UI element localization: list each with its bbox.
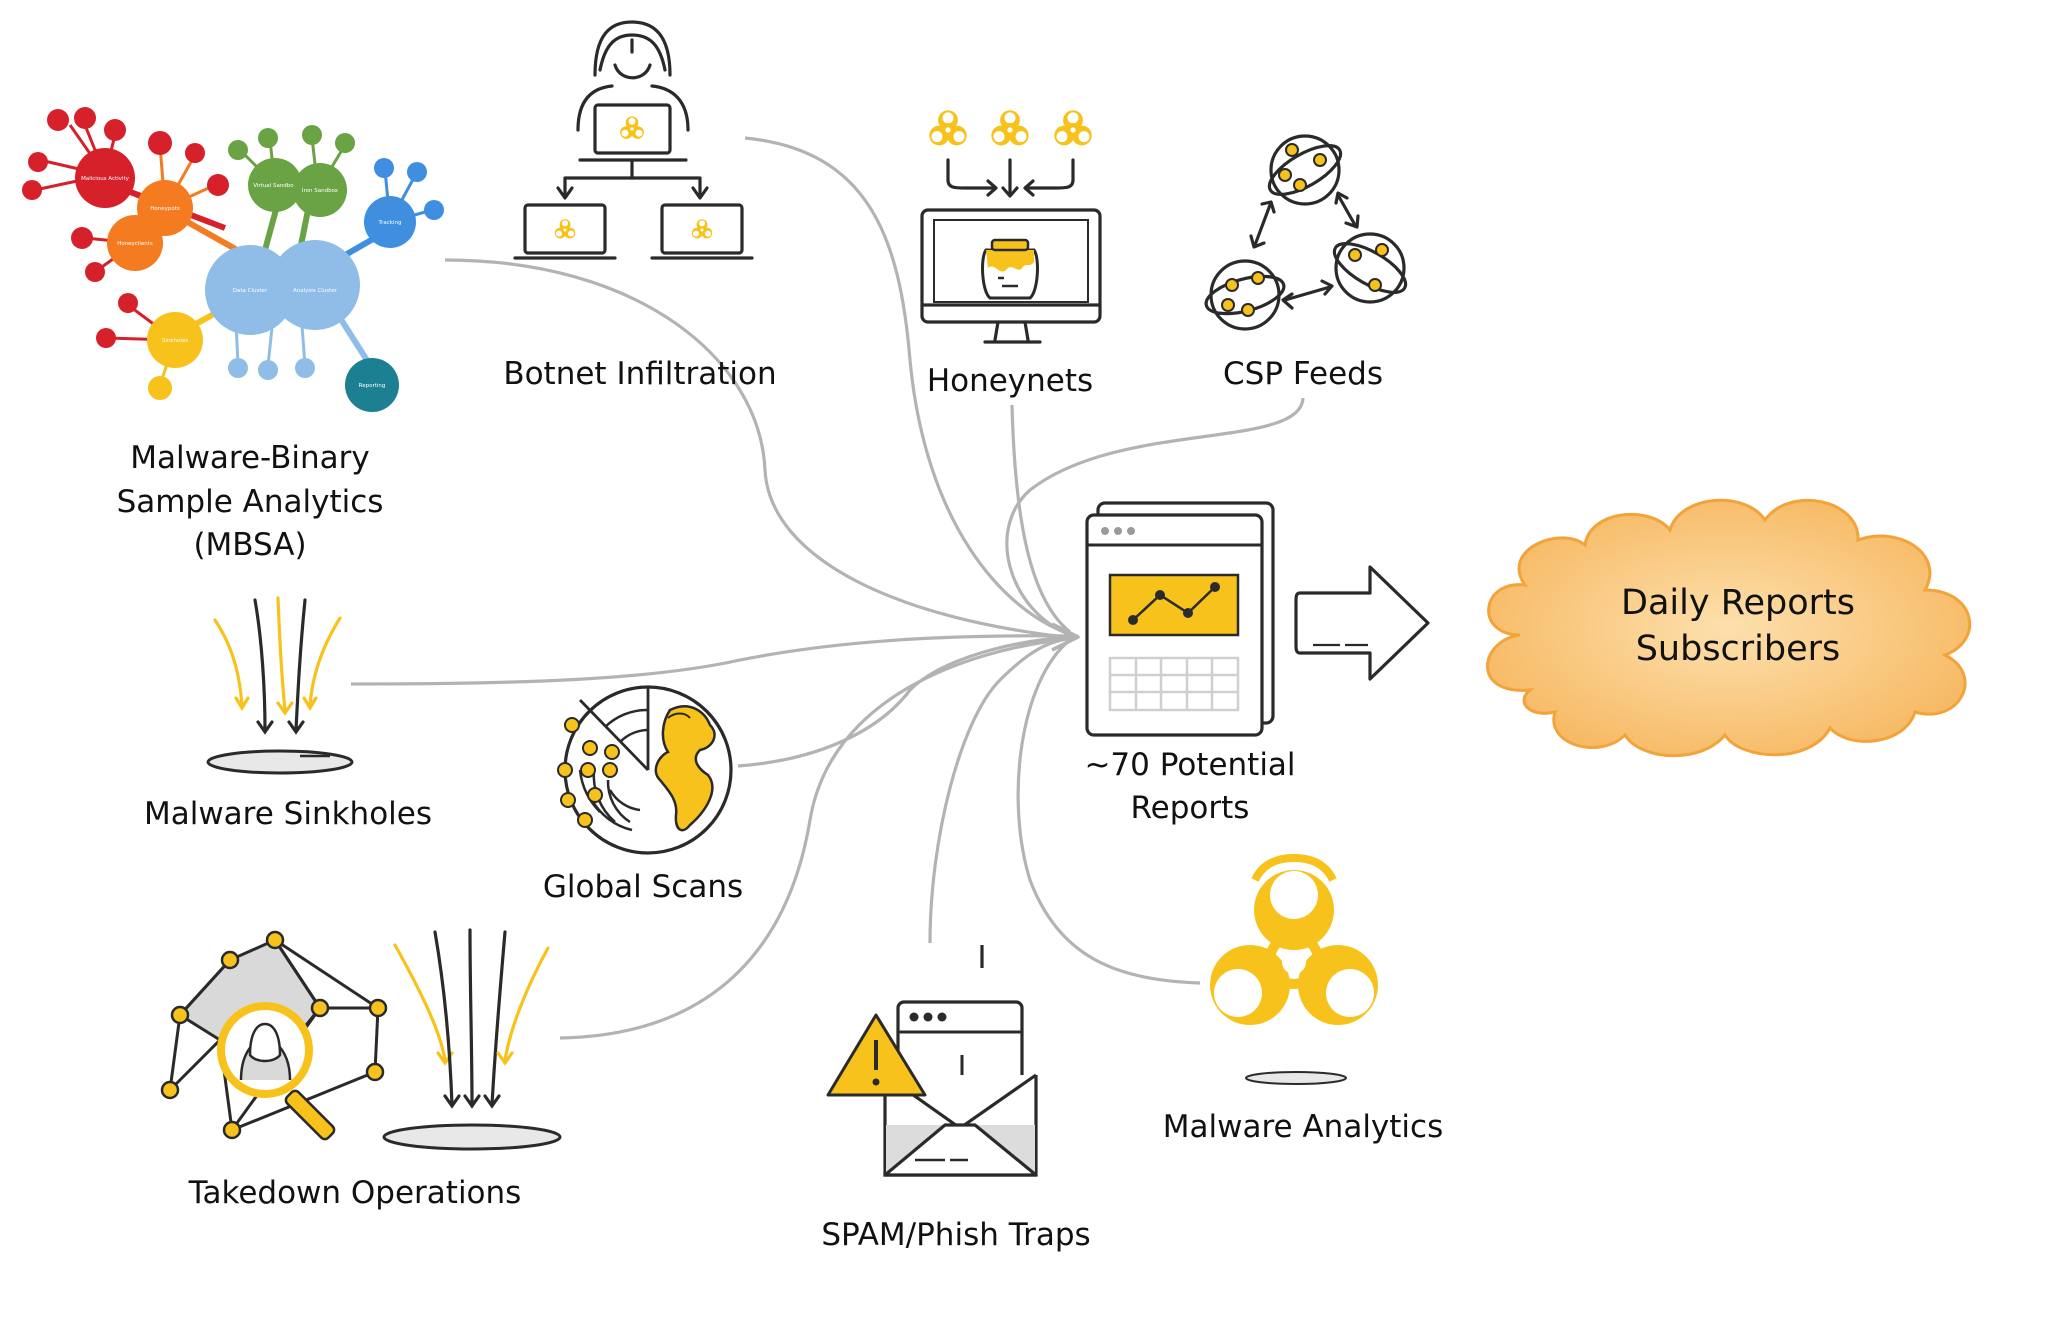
- spam-label: SPAM/Phish Traps: [821, 1217, 1090, 1253]
- mbsa-node-honeypots: Honeypots: [150, 206, 180, 212]
- connector-analytics: [1016, 638, 1201, 985]
- mbsa-node-malicious: Malicious Activity: [81, 176, 130, 182]
- mbsa-node-reporting: Reporting: [359, 383, 386, 389]
- destination-label-line2: Subscribers: [1636, 629, 1841, 669]
- hub-label-line1: ~70 Potential: [1084, 747, 1295, 783]
- network-magnifier-icon: [160, 928, 562, 1151]
- mbsa-mindmap-icon: Data Cluster Analysis Cluster Malicious …: [22, 107, 444, 412]
- sinkhole-icon: [206, 596, 354, 775]
- mbsa-label-line2: Sample Analytics: [117, 484, 384, 520]
- connector-scans: [737, 635, 1076, 768]
- destination-label-line1: Daily Reports: [1621, 583, 1855, 623]
- connector-sinkholes: [350, 634, 1076, 686]
- mbsa-label-line3: (MBSA): [193, 527, 306, 563]
- honeypot-monitor-icon: [920, 108, 1102, 344]
- scans-label: Global Scans: [543, 869, 743, 905]
- hub-label-line2: Reports: [1131, 790, 1250, 826]
- phishing-envelope-icon: [826, 945, 1038, 1177]
- connector-spam: [928, 636, 1076, 944]
- connector-mbsa: [444, 258, 1076, 640]
- mbsa-node-virtual-sandbox: Virtual Sandbox: [253, 183, 297, 189]
- botnet-label: Botnet Infiltration: [503, 356, 776, 392]
- connector-csp: [1005, 397, 1305, 636]
- mbsa-node-honeyclients: Honeyclients: [117, 241, 153, 247]
- biohazard-icon: [1210, 853, 1378, 1085]
- connector-takedown: [559, 636, 1076, 1040]
- connector-botnet: [744, 136, 1076, 638]
- mbsa-node-sinkholes: Sinkholes: [162, 338, 188, 344]
- convergence-arrowhead: [1051, 622, 1080, 652]
- radar-globe-icon: [557, 685, 733, 855]
- mbsa-node-iron-sandbox: Iron Sandbox: [302, 188, 339, 194]
- report-document-icon: [1085, 501, 1275, 737]
- mbsa-node-analysis-cluster: Analysis Cluster: [293, 288, 338, 294]
- cloud-icon: [1486, 498, 1972, 758]
- sinkholes-label: Malware Sinkholes: [144, 796, 432, 832]
- honeynets-label: Honeynets: [927, 363, 1093, 399]
- analytics-label: Malware Analytics: [1163, 1109, 1443, 1145]
- flow-arrow-icon: [1294, 565, 1430, 681]
- csp-label: CSP Feeds: [1223, 356, 1383, 392]
- connector-lines: [350, 136, 1305, 1040]
- network-globes-icon: [1204, 134, 1408, 331]
- mbsa-node-tracking: Tracking: [378, 220, 402, 226]
- takedown-label: Takedown Operations: [188, 1175, 522, 1211]
- hooded-hacker-icon: [513, 20, 754, 260]
- mbsa-label-line1: Malware-Binary: [130, 440, 370, 476]
- connector-honeynets: [1010, 404, 1072, 634]
- mbsa-node-data-cluster: Data Cluster: [233, 288, 268, 294]
